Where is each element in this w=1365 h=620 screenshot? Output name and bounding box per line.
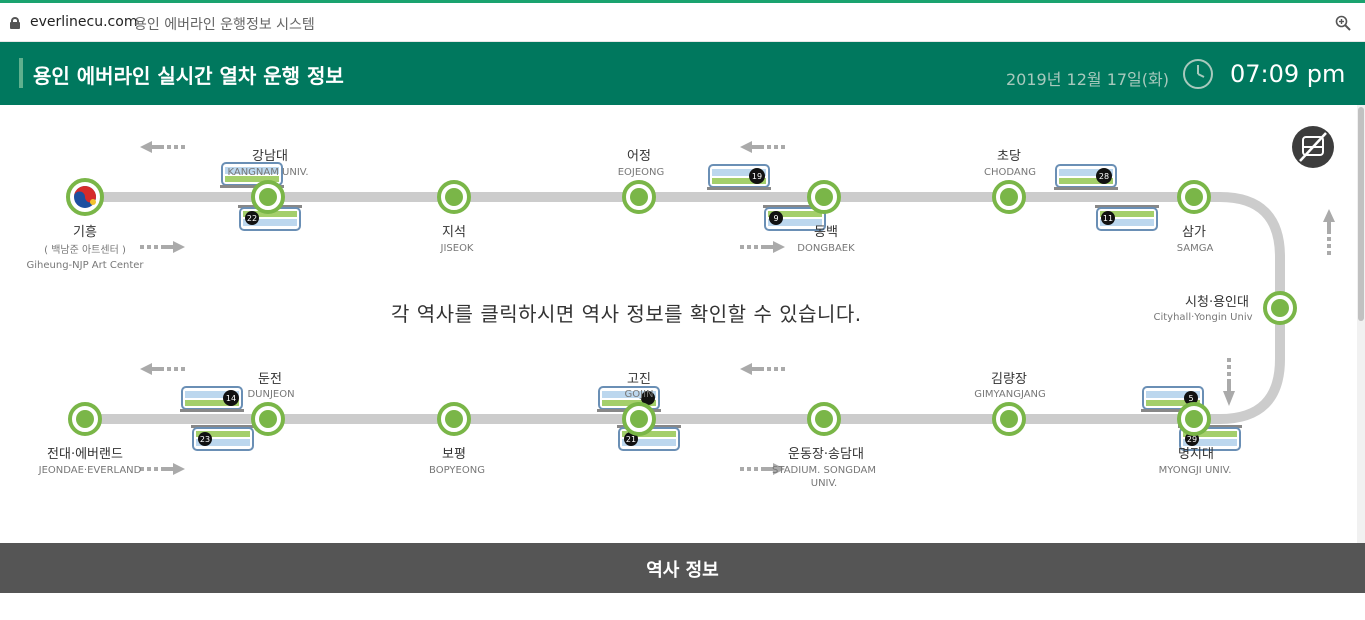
station-en-name: EOJEONG	[617, 167, 665, 178]
station-bopyeong[interactable]	[437, 402, 471, 436]
station-name[interactable]: 강남대	[252, 149, 288, 164]
station-en-name: KANGNAM UNIV.	[227, 167, 309, 178]
url-domain: everlinecu.com	[30, 14, 138, 30]
station-name[interactable]: 어정	[627, 149, 651, 164]
taeguk-icon	[74, 186, 96, 208]
station-en-name: DONGBAEK	[797, 243, 855, 254]
station-gimyangjang[interactable]	[992, 402, 1026, 436]
station-giheung[interactable]	[66, 178, 104, 216]
direction-arrow-icon	[740, 241, 785, 253]
station-info-label[interactable]: 역사 정보	[646, 560, 719, 581]
station-name[interactable]: 김량장	[991, 372, 1027, 387]
train-number: 29	[1187, 435, 1197, 444]
train-icon[interactable]: 22	[237, 204, 303, 231]
page-title: 용인 에버라인 실시간 열차 운행 정보	[33, 64, 344, 88]
scrollbar-thumb[interactable]	[1358, 107, 1364, 321]
url-page-title: 용인 에버라인 운행정보 시스템	[134, 17, 315, 33]
train-icon[interactable]	[596, 386, 662, 413]
direction-arrow-icon	[740, 141, 785, 153]
station-dongbaek[interactable]	[807, 180, 841, 214]
route-map-svg: 22 19 9 28 11 14	[66, 126, 1335, 475]
station-eojeong[interactable]	[622, 180, 656, 214]
station-en-name: Giheung-NJP Art Center	[26, 260, 144, 271]
station-name[interactable]: 명지대	[1178, 447, 1214, 462]
station-en-name: BOPYEONG	[429, 465, 485, 476]
direction-arrow-icon	[1223, 358, 1235, 406]
zoom-icon[interactable]	[1335, 15, 1351, 31]
station-en-name: JISEOK	[440, 243, 474, 254]
station-sub-name: ( 백남준 아트센터 )	[44, 245, 126, 256]
station-jeondae[interactable]	[68, 402, 102, 436]
train-icon[interactable]: 28	[1053, 164, 1119, 191]
direction-arrow-icon	[140, 141, 185, 153]
station-kangnam[interactable]	[251, 180, 285, 214]
direction-arrow-icon	[140, 241, 185, 253]
station-jiseok[interactable]	[437, 180, 471, 214]
train-icon[interactable]: 11	[1094, 204, 1160, 231]
lock-icon	[10, 17, 20, 29]
train-number: 23	[200, 435, 210, 444]
train-number: 21	[626, 435, 636, 444]
instruction-text: 각 역사를 클릭하시면 역사 정보를 확인할 수 있습니다.	[391, 302, 862, 326]
station-en-name: STADIUM. SONGDAM UNIV.	[772, 465, 876, 489]
train-number: 11	[1103, 214, 1113, 223]
train-number: 28	[1099, 172, 1109, 181]
station-name[interactable]: 기흥	[73, 225, 97, 240]
station-chodang[interactable]	[992, 180, 1026, 214]
train-icon[interactable]: 5	[1140, 386, 1206, 413]
station-en-name: Cityhall·Yongin Univ	[1153, 312, 1253, 323]
train-icon[interactable]: 19	[706, 164, 772, 191]
station-name[interactable]: 보평	[442, 447, 466, 462]
station-gojin[interactable]	[622, 402, 656, 436]
station-en-name: GOJIN	[624, 389, 654, 400]
station-name[interactable]: 둔전	[258, 372, 282, 387]
train-number: 19	[752, 172, 762, 181]
page-header	[0, 42, 1365, 105]
scrollbar-track[interactable]	[1357, 105, 1365, 543]
station-name[interactable]: 운동장·송담대	[788, 447, 864, 462]
direction-arrow-icon	[1323, 209, 1335, 255]
route-map: 22 19 9 28 11 14	[0, 105, 1357, 543]
direction-arrow-icon	[140, 463, 185, 475]
address-bar[interactable]: everlinecu.com 용인 에버라인 운행정보 시스템	[0, 3, 1365, 42]
direction-arrow-icon	[740, 363, 785, 375]
train-number: 22	[247, 214, 257, 223]
current-date: 2019년 12월 17일(화)	[1006, 70, 1169, 89]
browser-top-line	[0, 0, 1365, 3]
station-name[interactable]: 초당	[997, 149, 1021, 164]
bus-off-icon[interactable]	[1292, 126, 1334, 168]
station-en-name: MYONGJI UNIV.	[1158, 465, 1232, 476]
station-myongji[interactable]	[1177, 402, 1211, 436]
station-name[interactable]: 고진	[627, 372, 651, 387]
station-name[interactable]: 삼가	[1182, 225, 1206, 240]
station-dunjeon[interactable]	[251, 402, 285, 436]
station-name[interactable]: 전대·에버랜드	[47, 447, 123, 462]
train-icon[interactable]: 23	[190, 424, 256, 451]
clock-icon	[1183, 59, 1213, 89]
station-en-name: GIMYANGJANG	[974, 389, 1046, 400]
station-name[interactable]: 시청·용인대	[1185, 295, 1249, 310]
current-time: 07:09 pm	[1230, 60, 1346, 88]
station-info-bar[interactable]	[0, 543, 1365, 593]
train-number: 5	[1188, 394, 1193, 403]
header-accent-bar	[19, 58, 23, 88]
train-number: 14	[226, 394, 236, 403]
train-icon[interactable]: 14	[179, 386, 245, 413]
train-number: 9	[773, 214, 778, 223]
station-en-name: SAMGA	[1176, 243, 1214, 254]
station-samga[interactable]	[1177, 180, 1211, 214]
train-icon[interactable]: 21	[616, 424, 682, 451]
station-cityhall[interactable]	[1263, 291, 1297, 325]
train-icon[interactable]: 9	[762, 204, 828, 231]
direction-arrow-icon	[140, 363, 185, 375]
station-stadium[interactable]	[807, 402, 841, 436]
station-name[interactable]: 지석	[442, 225, 466, 240]
station-en-name: CHODANG	[984, 167, 1036, 178]
station-en-name: JEONDAE·EVERLAND	[38, 465, 142, 476]
station-en-name: DUNJEON	[247, 389, 295, 400]
station-name[interactable]: 동백	[814, 225, 838, 240]
